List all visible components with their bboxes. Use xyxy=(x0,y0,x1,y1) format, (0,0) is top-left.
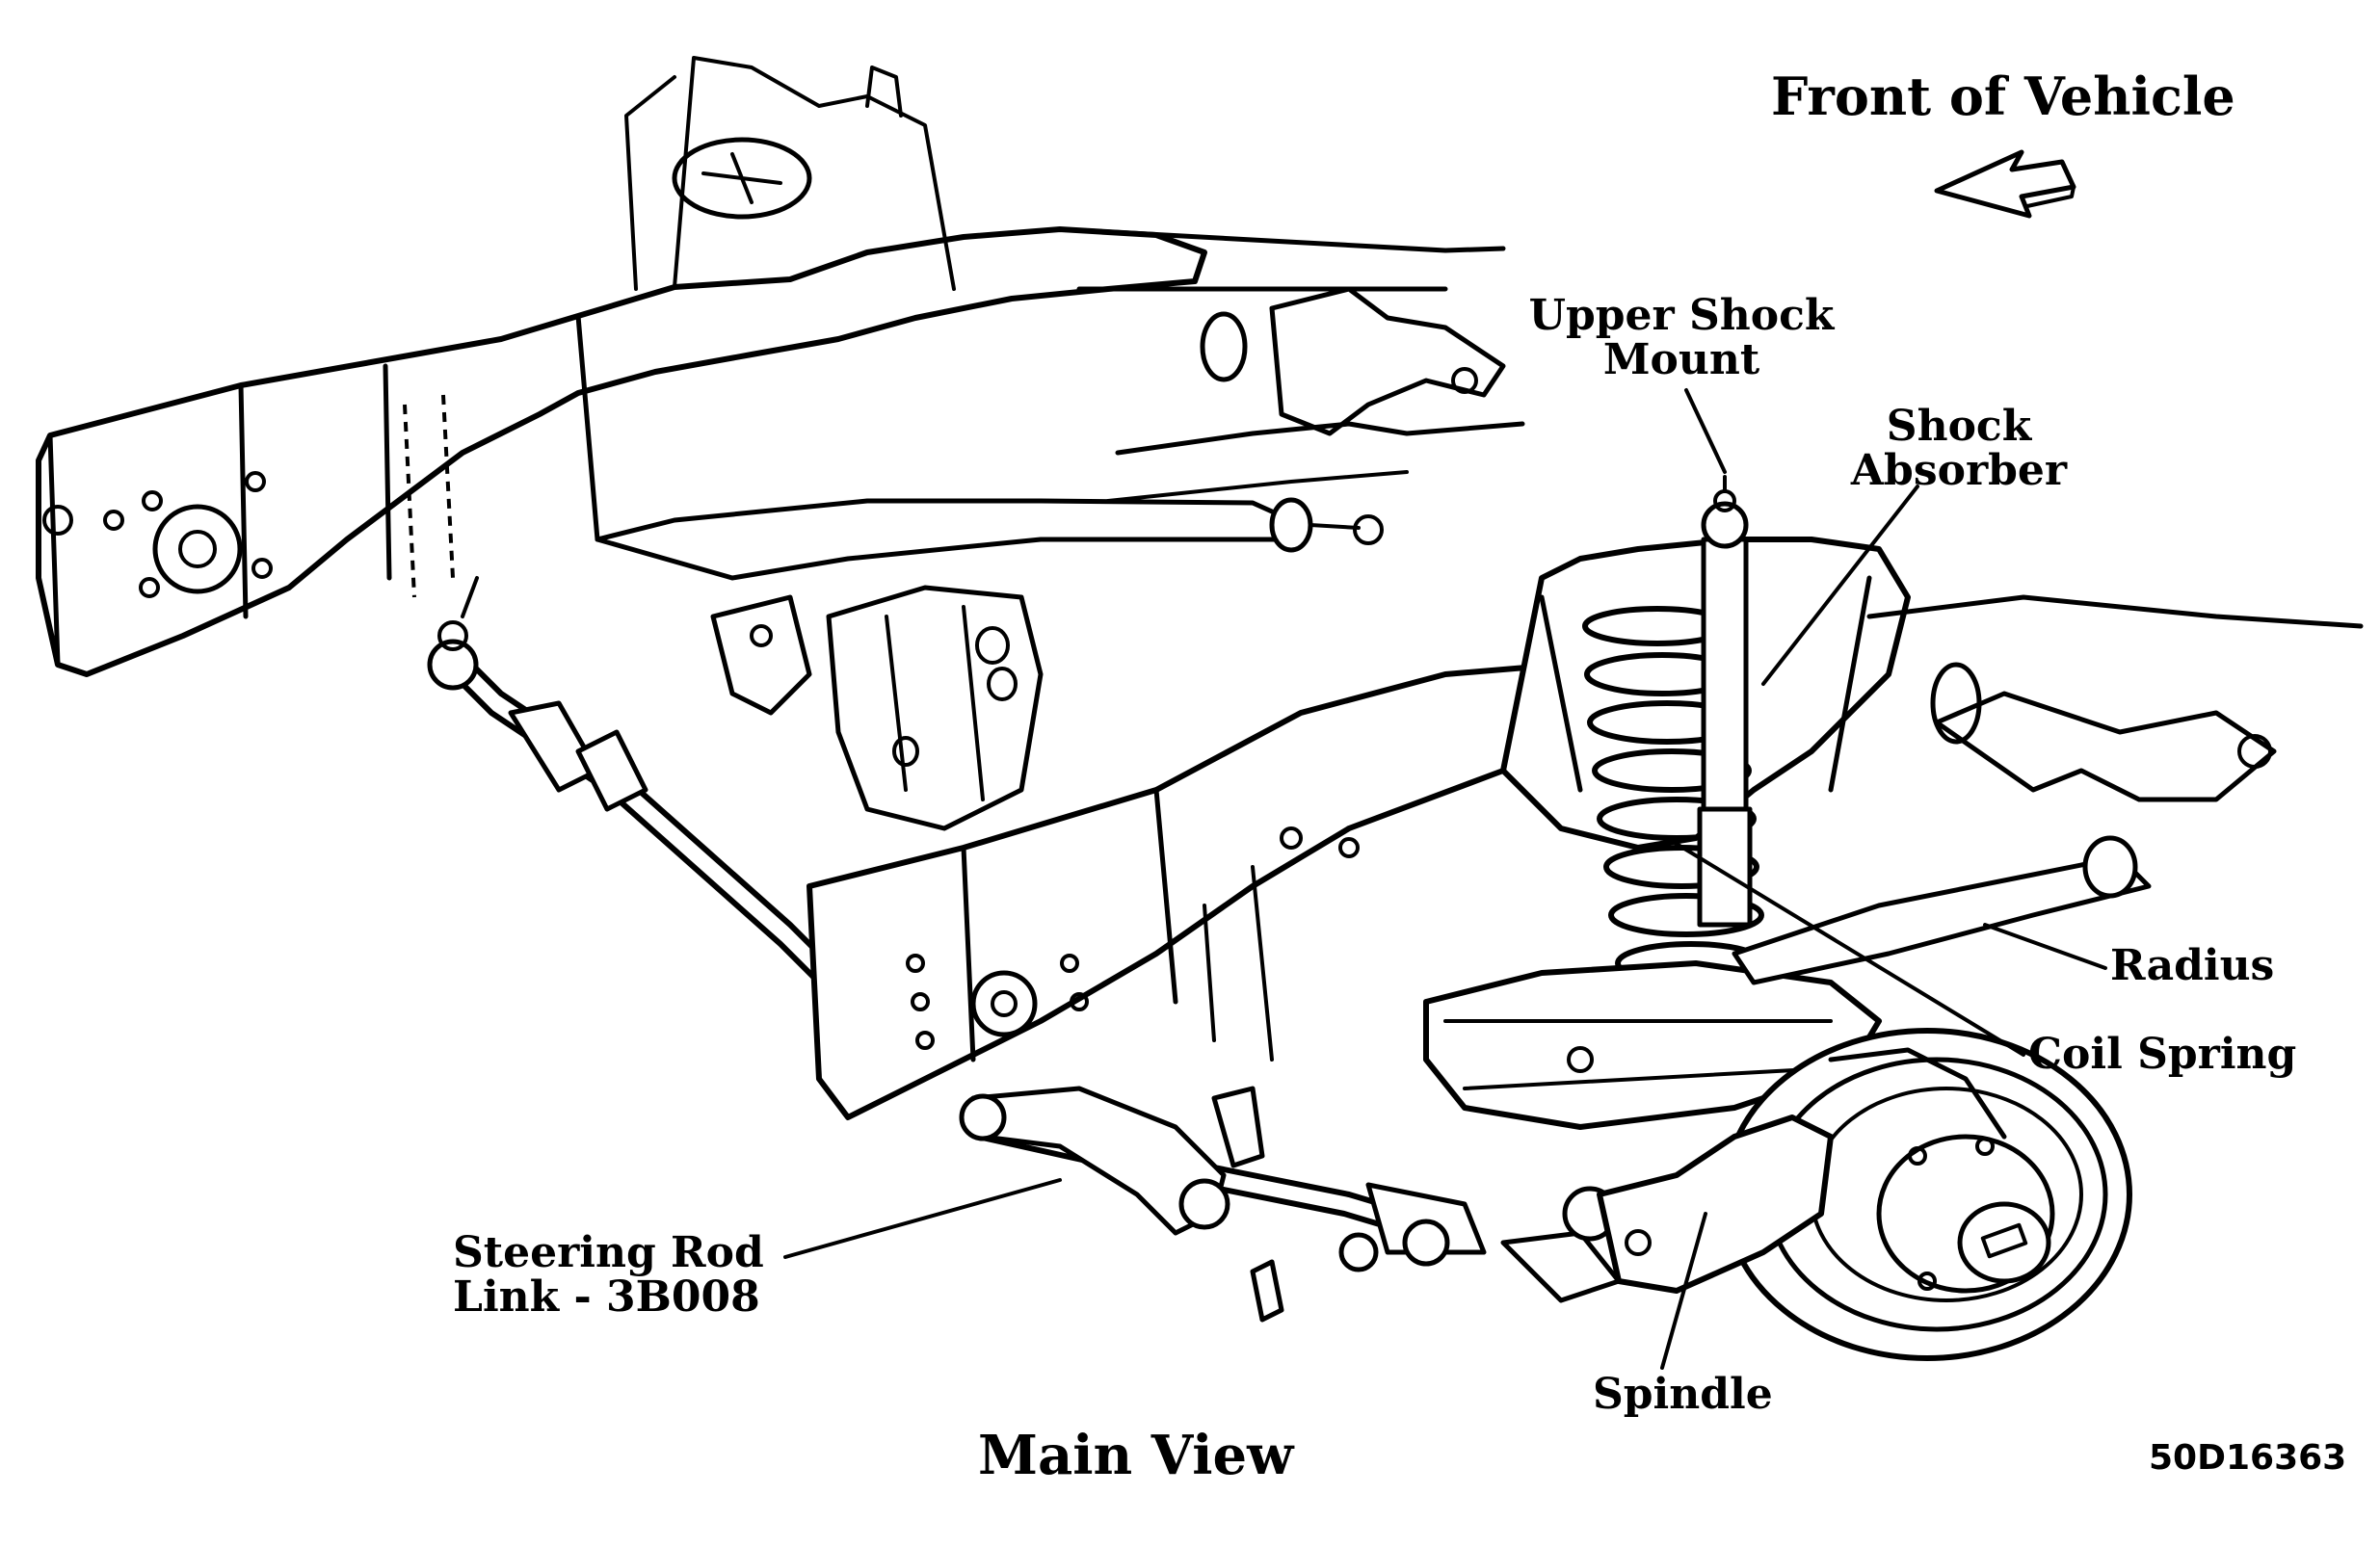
front-of-vehicle-label: Front of Vehicle xyxy=(1771,69,2235,124)
main-view-text: Main View xyxy=(978,1424,1294,1487)
spindle-label: Spindle xyxy=(1593,1370,1773,1419)
leader-upper-shock-mount xyxy=(1684,388,1727,474)
callout-line: Spindle xyxy=(1593,1370,1773,1419)
front-of-vehicle-text: Front of Vehicle xyxy=(1771,66,2235,127)
shock-absorber-label: Shock Absorber xyxy=(1819,402,2099,496)
shock-absorber xyxy=(1697,475,1753,928)
arrow-left-icon xyxy=(1934,149,2076,219)
left-frame-rail xyxy=(36,56,1207,677)
spindle xyxy=(1597,1114,1834,1294)
wheel-hub-rotor xyxy=(1722,1028,2132,1361)
upper-shock-mount-label: Upper Shock Mount xyxy=(1518,291,1845,385)
figure-id-text: 50D16363 xyxy=(2149,1438,2347,1478)
callout-line: Radius xyxy=(2110,941,2275,990)
leader-steering-rod-link xyxy=(783,1178,1062,1259)
callout-line: Upper Shock xyxy=(1528,291,1835,340)
leader-coil-spring xyxy=(1665,836,2025,1057)
leader-shock-absorber xyxy=(1761,485,1919,686)
radius-label: Radius xyxy=(2110,941,2275,990)
figure-id-label: 50D16363 xyxy=(2149,1440,2346,1477)
radius-arm xyxy=(1732,594,2364,985)
rear-frame-structure xyxy=(1057,226,1525,503)
callout-line: Coil Spring xyxy=(2028,1030,2297,1079)
callout-line: Steering Rod xyxy=(453,1228,764,1277)
steering-rod-link-label: Steering Rod Link - 3B008 xyxy=(453,1228,764,1323)
left-control-arm xyxy=(595,497,1384,581)
leader-spindle xyxy=(1660,1212,1707,1370)
leader-radius xyxy=(1983,923,2107,970)
callout-line: Link - 3B008 xyxy=(453,1272,760,1323)
callout-line: Absorber xyxy=(1850,446,2068,496)
steering-rod-link xyxy=(959,1086,1284,1323)
callout-line: Shock xyxy=(1886,402,2032,451)
callout-line: Mount xyxy=(1602,335,1760,385)
coil-spring-label: Coil Spring xyxy=(2028,1030,2297,1079)
steering-gear-left xyxy=(710,585,1044,831)
callout-leaders xyxy=(783,388,2107,1370)
main-view-label: Main View xyxy=(978,1428,1293,1484)
